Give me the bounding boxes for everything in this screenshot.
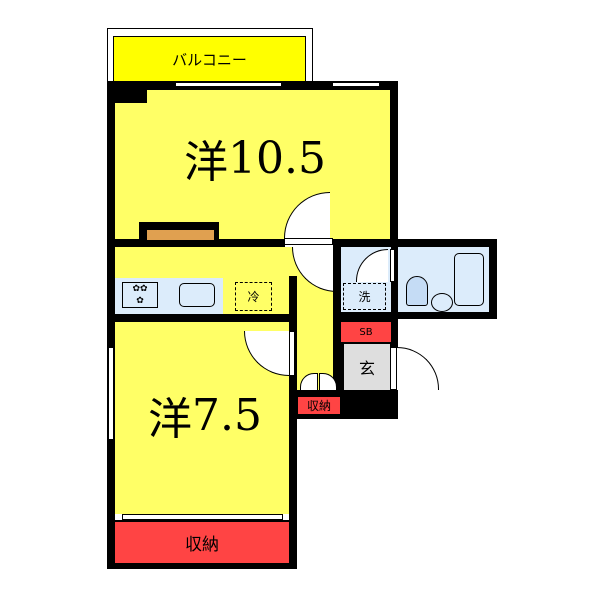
balcony-label: バルコニー [172,50,247,69]
bathtub-icon [454,253,484,306]
right-wall-upper [390,81,398,241]
balcony: バルコニー [113,36,306,82]
window-icon [332,82,380,87]
door-icon[interactable] [390,249,395,282]
shoe-box: SB [341,322,391,342]
corner-block [115,90,147,103]
partition-wall [107,314,297,322]
partition-wall [289,276,297,322]
door-icon[interactable] [284,238,333,245]
closet-door-icon[interactable] [300,373,318,391]
window-icon [108,347,114,440]
washbasin-icon [431,293,453,312]
stove-burner-icon: ✿✿✿ [122,282,158,308]
door-swing-icon[interactable] [397,347,439,390]
window-icon [175,82,282,87]
closet-hall: 収納 [298,397,340,414]
entrance-door-icon[interactable] [390,347,397,390]
window-icon [122,514,283,520]
left-wall [107,81,115,569]
room2-right-wall [289,322,297,569]
closet-top [147,230,214,240]
washer: 洗 [343,283,386,310]
sink-icon [179,283,215,307]
closet-bottom: 収納 [115,522,289,563]
toilet-icon [406,276,428,306]
western-room-1 [115,90,390,240]
fridge: 冷 [235,282,272,311]
door-icon[interactable] [289,331,295,376]
entrance: 玄 [344,344,390,390]
